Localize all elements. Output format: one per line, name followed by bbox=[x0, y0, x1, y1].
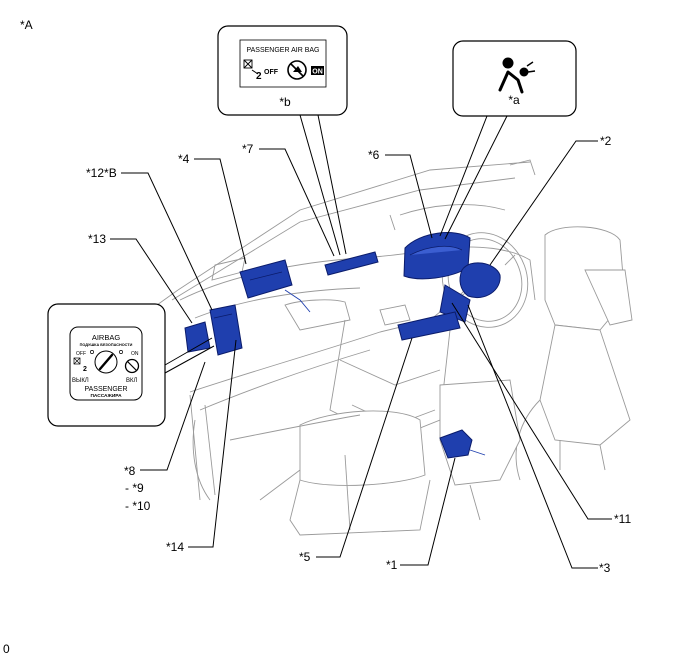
switch-line3: PASSENGER bbox=[84, 386, 127, 393]
callout-7: *7 bbox=[242, 142, 254, 156]
switch-line1: AIRBAG bbox=[92, 333, 121, 342]
airbag-seated-person-icon bbox=[498, 57, 536, 94]
callout-5: *5 bbox=[299, 550, 311, 564]
callout-labels: *A *4 *7 *6 *2 *12*B *13 *8 - *9 - *10 *… bbox=[3, 18, 631, 656]
callout-8: *8 bbox=[124, 464, 136, 478]
callout-2: *2 bbox=[600, 134, 612, 148]
svg-text:2: 2 bbox=[83, 366, 87, 373]
callout-13: *13 bbox=[88, 232, 106, 246]
figure-id: *A bbox=[20, 18, 33, 32]
indicator-on-text: ON bbox=[312, 69, 323, 76]
callout-12-b: *12*B bbox=[86, 166, 117, 180]
inset-airbag-symbol: *a bbox=[452, 40, 577, 117]
steering-pad-airbag bbox=[459, 262, 501, 298]
inset-a-caption: *a bbox=[508, 93, 520, 107]
switch-off-text: OFF bbox=[76, 351, 86, 357]
steering-lower-pad bbox=[439, 284, 471, 323]
airbag-crossed-seat-icon bbox=[287, 60, 307, 80]
inset-b-caption: *b bbox=[279, 95, 291, 109]
indicator-title: PASSENGER AIR BAG bbox=[246, 47, 319, 54]
switch-key-slot-icon bbox=[94, 350, 118, 374]
switch-line4: ПАССАЖИРА bbox=[90, 393, 122, 399]
left-side-module bbox=[184, 321, 211, 353]
vehicle-interior-outline bbox=[149, 159, 633, 536]
airbag-components bbox=[184, 232, 501, 459]
instrument-panel-passenger-airbag bbox=[239, 259, 293, 299]
svg-text:2: 2 bbox=[256, 71, 262, 82]
driver-knee-airbag bbox=[403, 232, 471, 280]
callout-10: - *10 bbox=[125, 499, 151, 513]
callout-4: *4 bbox=[178, 152, 190, 166]
center-console-airbag bbox=[397, 311, 461, 341]
callout-3: *3 bbox=[599, 561, 611, 575]
callout-11: *11 bbox=[614, 512, 631, 526]
inset-passenger-airbag-switch: AIRBAG ПОДУШКА БЕЗОПАСНОСТИ OFF ON 2 ВЫК… bbox=[47, 303, 166, 427]
callout-1: *1 bbox=[386, 558, 398, 572]
switch-off-ru: ВЫКЛ bbox=[72, 378, 89, 384]
airbag-off-person-icon: 2 bbox=[243, 59, 262, 82]
switch-crossed-seat-icon bbox=[124, 358, 140, 374]
callout-14: *14 bbox=[166, 540, 184, 554]
switch-on-ru: ВКЛ bbox=[126, 378, 137, 384]
airbag-sensor-assembly bbox=[439, 429, 473, 459]
callout-6: *6 bbox=[368, 148, 380, 162]
switch-on-text: ON bbox=[131, 351, 139, 357]
callout-9: - *9 bbox=[125, 481, 144, 495]
switch-line2: ПОДУШКА БЕЗОПАСНОСТИ bbox=[80, 343, 133, 347]
inset-passenger-airbag-indicator: PASSENGER AIR BAG 2 OFF ON *b bbox=[217, 25, 348, 116]
inset-pointers bbox=[164, 114, 508, 374]
footer-code: 0 bbox=[3, 642, 10, 656]
passenger-airbag-switch bbox=[209, 304, 243, 356]
front-passenger-airbag bbox=[324, 251, 379, 276]
leader-lines bbox=[110, 140, 612, 569]
indicator-off-text: OFF bbox=[264, 69, 279, 76]
switch-person-off-icon: 2 bbox=[73, 357, 87, 373]
